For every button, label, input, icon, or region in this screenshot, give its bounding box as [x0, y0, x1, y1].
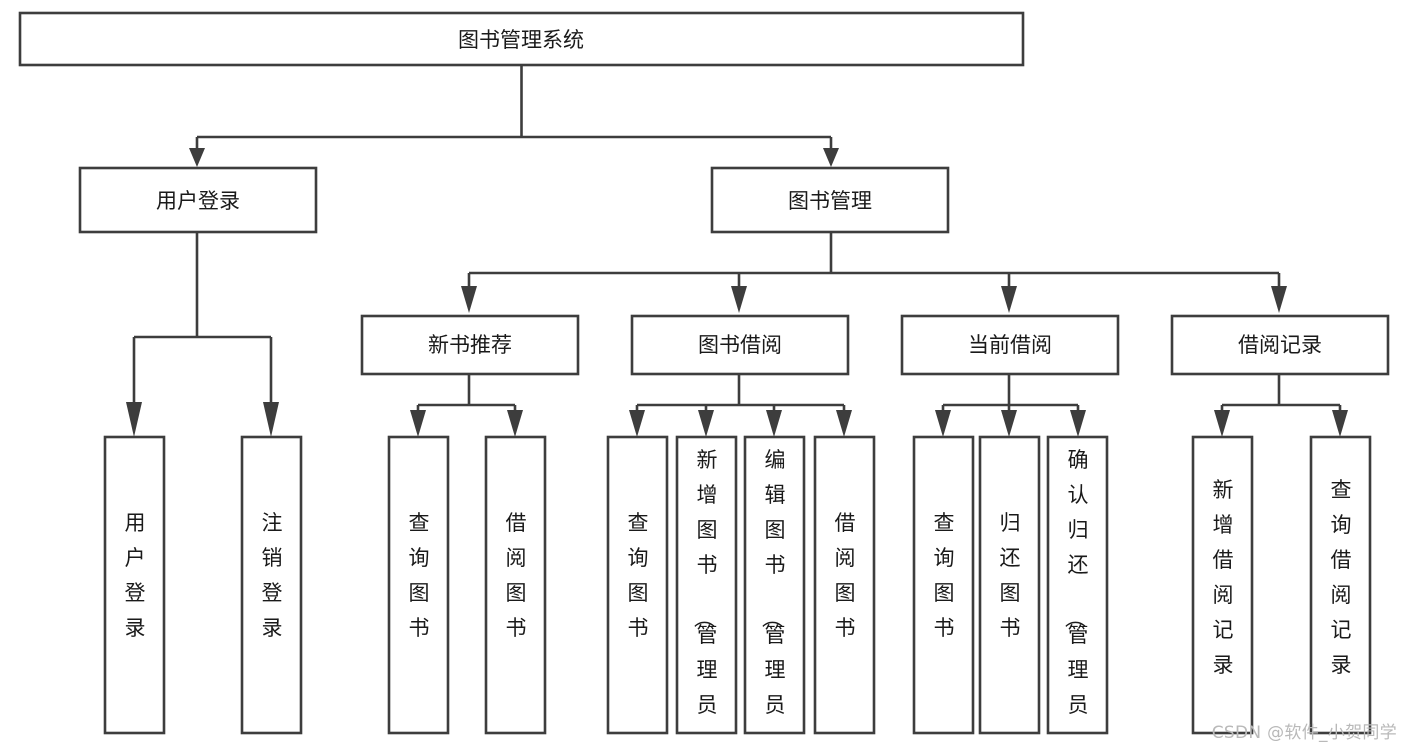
arrow-leaf-query-book-1 — [410, 410, 426, 437]
node-leaf-edit-book-label: 编辑图书（管理员） — [760, 448, 786, 747]
arrow-leaf-add-book — [698, 410, 714, 437]
node-leaf-query-record-label: 查询借阅记录 — [1331, 478, 1352, 677]
node-leaf-return-book-box[interactable] — [978, 435, 1041, 735]
arrow-leaf-borrow-book-2 — [836, 410, 852, 437]
arrow-new-book-recommend — [461, 286, 477, 313]
node-leaf-query-book-1-label: 查询图书 — [409, 511, 430, 640]
node-root-box[interactable] — [18, 11, 1025, 67]
node-user-login-label: 用户登录 — [156, 189, 240, 213]
node-leaf-return-book-label: 归还图书 — [1000, 511, 1021, 640]
arrow-leaf-query-book-3 — [935, 410, 951, 437]
node-leaf-borrow-book-1-label: 借阅图书 — [506, 511, 527, 640]
node-leaf-query-record-box[interactable] — [1309, 435, 1372, 735]
node-leaf-edit-book[interactable]: 编辑图书（管理员） — [743, 435, 806, 747]
node-leaf-confirm-return-label: 确认归还（管理员） — [1063, 448, 1089, 747]
edges-layer — [126, 65, 1348, 437]
node-leaf-query-book-3-box[interactable] — [912, 435, 975, 735]
node-book-borrow-label: 图书借阅 — [698, 333, 782, 357]
arrow-leaf-borrow-book-1 — [507, 410, 523, 437]
arrow-leaf-query-record — [1332, 410, 1348, 437]
node-leaf-query-book-2[interactable]: 查询图书 — [606, 435, 669, 735]
node-book-borrow[interactable]: 图书借阅 — [630, 314, 850, 376]
node-leaf-user-logout-label: 注销登录 — [262, 511, 283, 640]
nodes-layer: 图书管理系统 用户登录 图书管理 新书推荐 图书借阅 — [18, 11, 1390, 747]
arrow-leaf-return-book — [1001, 410, 1017, 437]
node-leaf-query-record[interactable]: 查询借阅记录 — [1309, 435, 1372, 735]
arrow-leaf-query-book-2 — [629, 410, 645, 437]
node-leaf-add-record-box[interactable] — [1191, 435, 1254, 735]
node-leaf-query-book-1[interactable]: 查询图书 — [387, 435, 450, 735]
arrow-user-login — [189, 148, 205, 167]
node-leaf-query-book-2-label: 查询图书 — [628, 511, 649, 640]
node-new-book-recommend[interactable]: 新书推荐 — [360, 314, 580, 376]
node-leaf-borrow-book-1-box[interactable] — [484, 435, 547, 735]
arrow-leaf-user-login — [126, 402, 142, 437]
node-leaf-user-login-box[interactable] — [103, 435, 166, 735]
node-leaf-user-logout-box[interactable] — [240, 435, 303, 735]
node-leaf-edit-book-box[interactable] — [743, 435, 806, 735]
node-leaf-confirm-return-box[interactable] — [1046, 435, 1109, 735]
arrow-leaf-edit-book — [766, 410, 782, 437]
arrow-leaf-confirm-return — [1070, 410, 1086, 437]
node-leaf-add-book-label: 新增图书（管理员） — [692, 448, 718, 747]
node-user-login-box[interactable] — [78, 166, 318, 234]
node-leaf-confirm-return[interactable]: 确认归还（管理员） — [1046, 435, 1109, 747]
arrow-current-borrow — [1001, 286, 1017, 313]
node-borrow-record[interactable]: 借阅记录 — [1170, 314, 1390, 376]
node-borrow-record-box[interactable] — [1170, 314, 1390, 376]
node-root[interactable]: 图书管理系统 — [18, 11, 1025, 67]
node-leaf-borrow-book-2[interactable]: 借阅图书 — [813, 435, 876, 735]
node-leaf-query-book-1-box[interactable] — [387, 435, 450, 735]
node-leaf-add-record-label: 新增借阅记录 — [1213, 478, 1234, 677]
node-book-management-box[interactable] — [710, 166, 950, 234]
arrow-book-borrow — [731, 286, 747, 313]
arrow-borrow-record — [1271, 286, 1287, 313]
node-leaf-add-record[interactable]: 新增借阅记录 — [1191, 435, 1254, 735]
node-leaf-return-book[interactable]: 归还图书 — [978, 435, 1041, 735]
node-borrow-record-label: 借阅记录 — [1238, 333, 1322, 357]
node-leaf-borrow-book-1[interactable]: 借阅图书 — [484, 435, 547, 735]
node-leaf-add-book-box[interactable] — [675, 435, 738, 735]
node-book-management-label: 图书管理 — [788, 189, 872, 213]
node-new-book-recommend-label: 新书推荐 — [428, 333, 512, 357]
node-leaf-borrow-book-2-label: 借阅图书 — [835, 511, 856, 640]
csdn-watermark: CSDN @软件_小贺同学 — [1211, 723, 1397, 743]
node-leaf-user-logout[interactable]: 注销登录 — [240, 435, 303, 735]
arrow-leaf-user-logout — [263, 402, 279, 437]
node-leaf-query-book-3-label: 查询图书 — [934, 511, 955, 640]
node-current-borrow[interactable]: 当前借阅 — [900, 314, 1120, 376]
node-book-borrow-box[interactable] — [630, 314, 850, 376]
node-leaf-user-login-label: 用户登录 — [125, 511, 146, 640]
arrow-leaf-add-record — [1214, 410, 1230, 437]
node-current-borrow-box[interactable] — [900, 314, 1120, 376]
node-leaf-query-book-2-box[interactable] — [606, 435, 669, 735]
node-root-label: 图书管理系统 — [458, 28, 584, 52]
node-leaf-borrow-book-2-box[interactable] — [813, 435, 876, 735]
node-leaf-query-book-3[interactable]: 查询图书 — [912, 435, 975, 735]
node-leaf-user-login[interactable]: 用户登录 — [103, 435, 166, 735]
node-book-management[interactable]: 图书管理 — [710, 166, 950, 234]
node-user-login[interactable]: 用户登录 — [78, 166, 318, 234]
node-current-borrow-label: 当前借阅 — [968, 333, 1052, 357]
node-leaf-add-book[interactable]: 新增图书（管理员） — [675, 435, 738, 747]
node-new-book-recommend-box[interactable] — [360, 314, 580, 376]
arrow-book-management — [823, 148, 839, 167]
